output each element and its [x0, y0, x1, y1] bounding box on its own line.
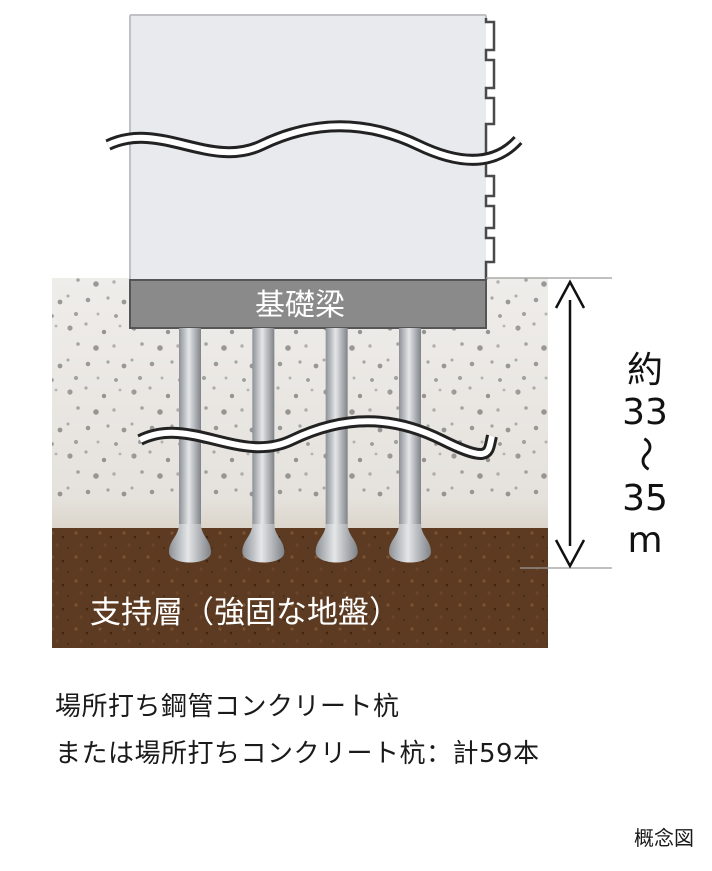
depth-label-tilde: 〜: [624, 436, 665, 472]
bearing-layer-label: 支持層（強固な地盤）: [90, 595, 400, 631]
pile-enlarged-base: [315, 524, 358, 563]
pile-shaft: [179, 328, 201, 528]
depth-label-min: 33: [622, 392, 668, 433]
soil-break-line: [137, 415, 498, 460]
caption-line-2: または場所打ちコンクリート杭：計59本: [55, 739, 540, 769]
pile-enlarged-base: [169, 524, 211, 563]
building-step-edge: [484, 18, 496, 280]
beam-label: 基礎梁: [255, 288, 345, 323]
foundation-diagram: 基礎梁 支持層（強固な地盤） 約 33 〜 35 m: [52, 14, 668, 648]
piles: [169, 328, 431, 563]
building-break-line: [105, 120, 523, 166]
caption-line-1: 場所打ち鋼管コンクリート杭: [55, 692, 400, 722]
pile-shaft: [252, 328, 275, 528]
depth-label-approx: 約: [627, 350, 663, 391]
concept-note: 概念図: [634, 826, 694, 850]
pile-enlarged-base: [389, 524, 431, 563]
dimension-arrow-up: [554, 279, 586, 309]
foundation-beam: [129, 279, 487, 329]
depth-label-unit: m: [627, 520, 662, 561]
dimension-arrow-down: [554, 539, 586, 569]
depth-label: 約 33 〜 35 m: [622, 350, 668, 561]
bearing-layer: [52, 528, 548, 648]
depth-label-max: 35: [622, 478, 668, 519]
pile-enlarged-base: [242, 524, 285, 563]
